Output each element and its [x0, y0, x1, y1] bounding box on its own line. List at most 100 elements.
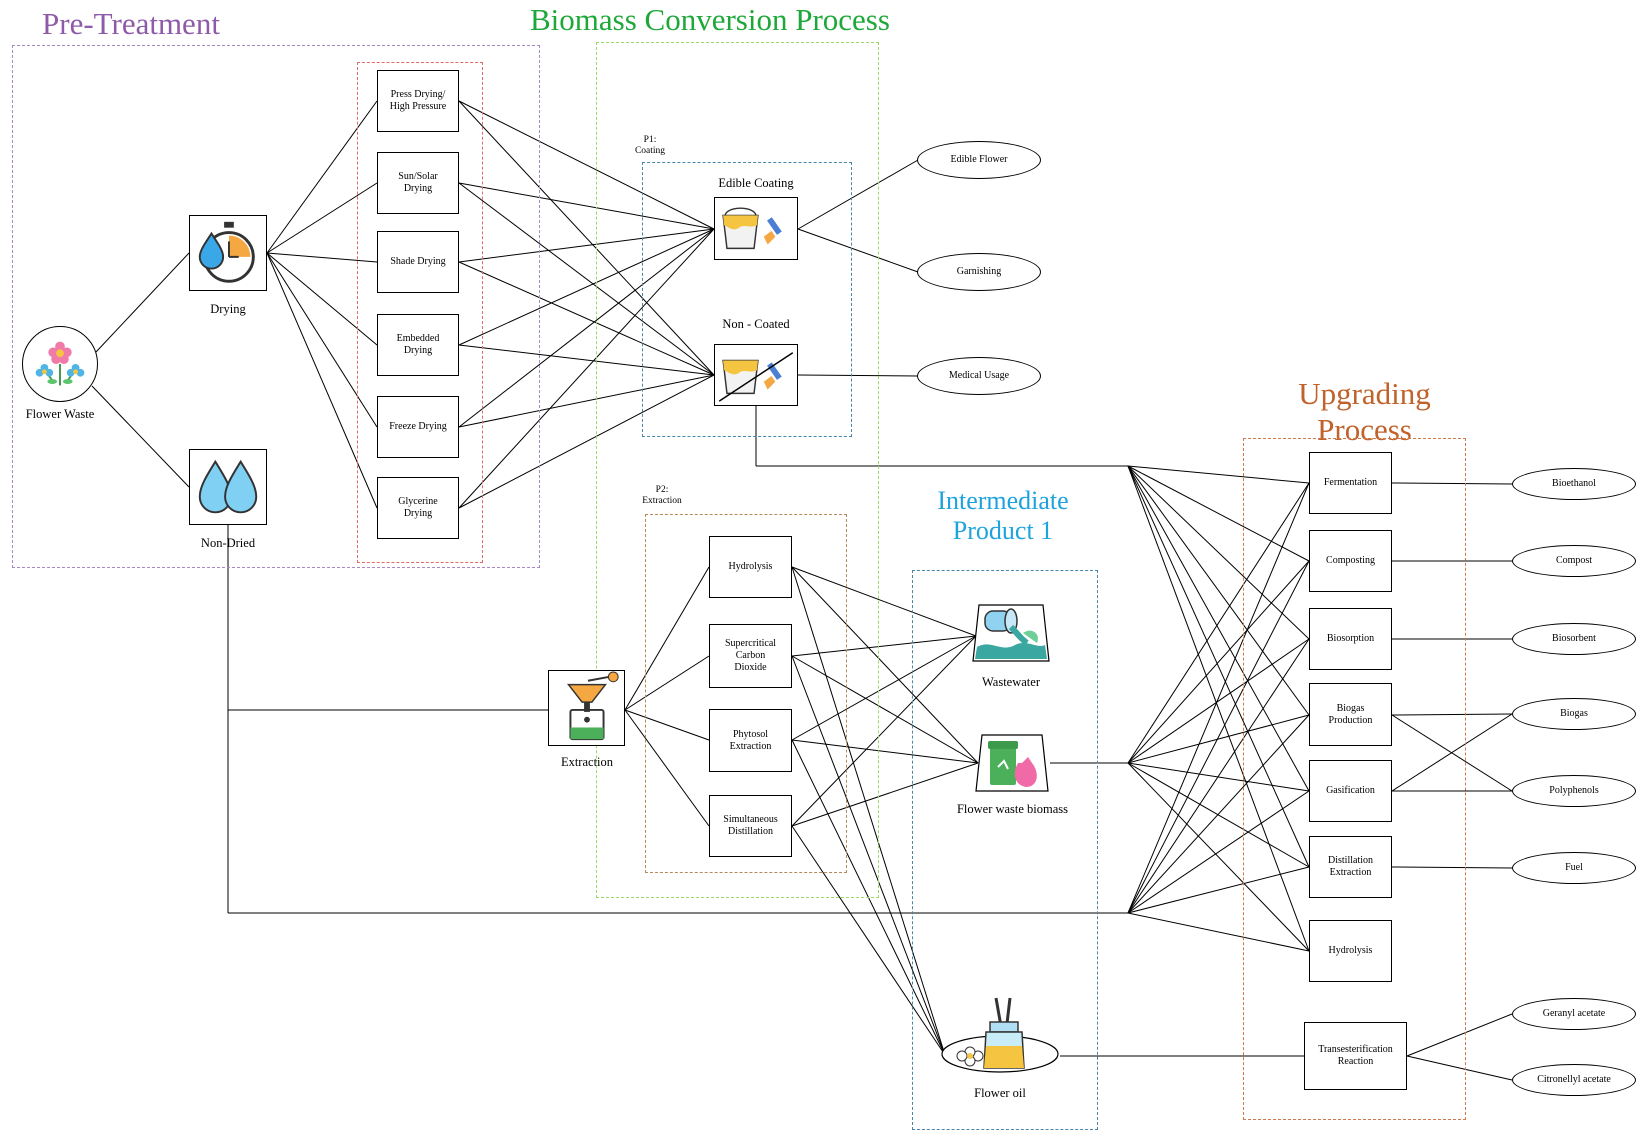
coating-region — [642, 162, 852, 437]
non-coated-node[interactable] — [714, 344, 798, 406]
connector-line — [458, 100, 715, 230]
connector-line — [266, 252, 378, 346]
connector-line — [266, 252, 378, 263]
connector-line — [458, 374, 715, 509]
flower-waste-biomass-label: Flower waste biomass — [956, 802, 1069, 816]
connector-line — [1127, 762, 1310, 792]
connector-line — [791, 635, 977, 657]
connector-line — [266, 100, 378, 254]
connector-line — [1391, 866, 1513, 869]
drying-method-press[interactable]: Press Drying/ High Pressure — [377, 70, 459, 132]
connector-line — [1406, 1013, 1513, 1057]
flower-waste-node[interactable] — [22, 326, 98, 402]
drying-method-embedded[interactable]: Embedded Drying — [377, 314, 459, 376]
connector-line — [797, 228, 919, 273]
product-bioethanol[interactable]: Bioethanol — [1512, 468, 1636, 500]
product-biosorbent[interactable]: Biosorbent — [1512, 623, 1636, 655]
upgrading-composting[interactable]: Composting — [1309, 530, 1392, 592]
connector-line — [791, 762, 979, 827]
connector-line — [624, 709, 710, 827]
connector-line — [791, 635, 977, 827]
extraction-method-hydrolysis[interactable]: Hydrolysis — [709, 536, 792, 598]
connector-line — [1127, 465, 1310, 792]
connector-line — [1127, 790, 1310, 914]
upgrading-hydrolysis[interactable]: Hydrolysis — [1309, 920, 1392, 982]
extraction-node[interactable] — [548, 670, 625, 746]
upgrading-fermentation[interactable]: Fermentation — [1309, 452, 1392, 514]
intermediate-title: Intermediate Product 1 — [937, 486, 1069, 545]
connector-line — [624, 566, 710, 711]
drying-method-freeze[interactable]: Freeze Drying — [377, 396, 459, 458]
product-citronellyl-acetate[interactable]: Citronellyl acetate — [1512, 1064, 1636, 1096]
connector-line — [791, 655, 979, 764]
product-compost[interactable]: Compost — [1512, 545, 1636, 577]
upgrading-biogas-production[interactable]: Biogas Production — [1309, 683, 1392, 746]
extraction-method-phytosol[interactable]: Phytosol Extraction — [709, 709, 792, 772]
edible-coating-node[interactable] — [714, 197, 798, 260]
connector-line — [458, 228, 715, 428]
wastewater-node[interactable] — [971, 603, 1051, 663]
upgrading-transesterification[interactable]: Transesterification Reaction — [1304, 1022, 1407, 1090]
connector-line — [797, 374, 919, 377]
connector-line — [458, 182, 715, 230]
connector-line — [266, 252, 378, 428]
product-biogas[interactable]: Biogas — [1512, 698, 1636, 730]
drying-method-glycerine[interactable]: Glycerine Drying — [377, 477, 459, 539]
upgrading-biosorption[interactable]: Biosorption — [1309, 608, 1392, 670]
flower-waste-label: Flower Waste — [25, 407, 95, 421]
product-fuel[interactable]: Fuel — [1512, 852, 1636, 884]
extraction-label: Extraction — [560, 755, 614, 769]
upgrading-gasification[interactable]: Gasification — [1309, 760, 1392, 822]
product-geranyl-acetate[interactable]: Geranyl acetate — [1512, 998, 1636, 1030]
connector-line — [266, 252, 378, 509]
biomass-conversion-region — [596, 42, 879, 898]
connector-line — [1127, 714, 1310, 764]
recycle-bin-icon — [975, 734, 1049, 792]
connector-line — [1127, 465, 1310, 868]
pretreatment-title: Pre-Treatment — [42, 6, 220, 41]
edible-coating-label: Edible Coating — [718, 176, 794, 190]
wastewater-label: Wastewater — [982, 675, 1040, 689]
connector-line — [791, 566, 979, 764]
reed-diffuser-icon — [941, 997, 1059, 1073]
non-dried-label: Non-Dried — [200, 536, 256, 550]
connector-line — [1127, 560, 1310, 764]
flower-oil-label: Flower oil — [974, 1086, 1026, 1100]
connector-line — [1127, 465, 1310, 562]
flower-waste-biomass-node[interactable] — [974, 733, 1050, 793]
flower-icon — [35, 341, 85, 386]
connector-line — [791, 566, 977, 637]
upgrading-distillation-extraction[interactable]: Distillation Extraction — [1309, 836, 1392, 898]
non-coated-label: Non - Coated — [722, 317, 790, 331]
connector-line — [91, 385, 190, 488]
extraction-method-supercritical-co2[interactable]: Supercritical Carbon Dioxide — [709, 624, 792, 688]
drying-method-shade[interactable]: Shade Drying — [377, 231, 459, 293]
extraction-method-simultaneous-distillation[interactable]: Simultaneous Distillation — [709, 795, 792, 857]
connector-line — [1127, 465, 1310, 952]
connector-line — [1127, 482, 1310, 764]
connector-line — [458, 182, 715, 376]
connector-line — [458, 228, 715, 346]
connector-line — [95, 252, 190, 353]
product-garnishing[interactable]: Garnishing — [917, 253, 1041, 291]
connector-line — [458, 261, 715, 376]
drying-node[interactable] — [189, 215, 267, 291]
product-polyphenols[interactable]: Polyphenols — [1512, 775, 1636, 807]
connector-line — [458, 100, 715, 376]
connector-line — [1391, 482, 1513, 485]
drying-method-sun-solar[interactable]: Sun/Solar Drying — [377, 152, 459, 214]
connector-line — [1127, 482, 1310, 914]
product-edible-flower[interactable]: Edible Flower — [917, 141, 1041, 179]
product-medical-usage[interactable]: Medical Usage — [917, 357, 1041, 395]
connector-line — [458, 228, 715, 263]
flower-oil-node[interactable] — [940, 994, 1060, 1074]
non-dried-node[interactable] — [189, 449, 267, 525]
connector-line — [1406, 1055, 1513, 1081]
connector-line — [1391, 713, 1513, 716]
connector-line — [1127, 465, 1310, 484]
stopwatch-drop-icon — [198, 221, 255, 283]
connector-line — [1127, 465, 1310, 640]
connector-line — [624, 709, 710, 741]
biomass-conversion-title: Biomass Conversion Process — [530, 2, 890, 37]
